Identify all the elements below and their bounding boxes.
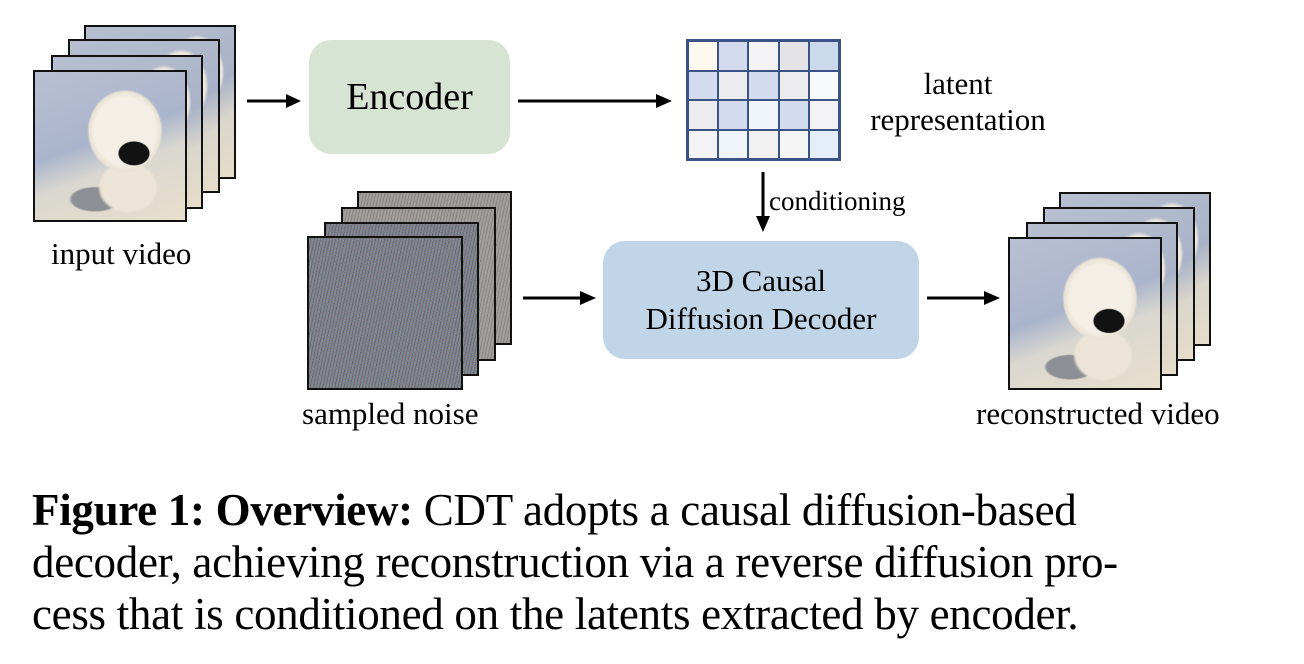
arrow-latent-to-decoder bbox=[756, 172, 770, 232]
caption-line-3: cess that is conditioned on the latents … bbox=[32, 589, 1079, 639]
latent-cell bbox=[748, 129, 779, 159]
arrow-input-to-encoder bbox=[247, 94, 301, 108]
latent-cell bbox=[688, 100, 719, 130]
latent-cell bbox=[718, 100, 749, 130]
latent-cell bbox=[688, 70, 719, 100]
latent-cell bbox=[718, 41, 749, 71]
sampled-noise-label: sampled noise bbox=[302, 396, 479, 431]
latent-cell bbox=[778, 70, 809, 100]
latent-representation-label: latent representation bbox=[858, 66, 1058, 138]
figure-caption: Figure 1: Overview: CDT adopts a causal … bbox=[32, 484, 1292, 640]
encoder-block: Encoder bbox=[309, 40, 510, 154]
latent-cell bbox=[808, 70, 839, 100]
conditioning-label: conditioning bbox=[769, 186, 906, 216]
input-video-label: input video bbox=[51, 236, 192, 271]
arrow-encoder-to-latent bbox=[518, 94, 672, 108]
encoder-label: Encoder bbox=[346, 76, 473, 118]
arrow-noise-to-decoder bbox=[523, 291, 596, 305]
latent-cell bbox=[748, 41, 779, 71]
decoder-block: 3D Causal Diffusion Decoder bbox=[603, 241, 919, 359]
latent-cell bbox=[748, 100, 779, 130]
decoder-label-line1: 3D Causal bbox=[695, 263, 826, 298]
caption-figure-label: Figure 1: Overview: bbox=[32, 485, 413, 535]
latent-cell bbox=[718, 70, 749, 100]
latent-cell bbox=[688, 129, 719, 159]
latent-cell bbox=[808, 41, 839, 71]
reconstructed-video-label: reconstructed video bbox=[976, 396, 1220, 431]
latent-cell bbox=[748, 70, 779, 100]
latent-label-line2: representation bbox=[870, 102, 1046, 137]
decoder-label-line2: Diffusion Decoder bbox=[645, 301, 877, 336]
arrow-decoder-to-output bbox=[927, 291, 1000, 305]
latent-cell bbox=[808, 129, 839, 159]
latent-cell bbox=[718, 129, 749, 159]
latent-cell bbox=[778, 41, 809, 71]
caption-line-2: decoder, achieving reconstruction via a … bbox=[32, 537, 1118, 587]
caption-line-1: Figure 1: Overview: CDT adopts a causal … bbox=[32, 484, 1292, 536]
latent-label-line1: latent bbox=[923, 66, 993, 101]
latent-cell bbox=[778, 129, 809, 159]
latent-cell bbox=[808, 100, 839, 130]
noise-frame-1 bbox=[307, 236, 463, 390]
caption-line1-text: CDT adopts a causal diffusion-based bbox=[412, 485, 1077, 535]
latent-cell bbox=[778, 100, 809, 130]
latent-cell bbox=[688, 41, 719, 71]
input-video-frame-1 bbox=[33, 70, 187, 222]
recon-frame-1 bbox=[1008, 237, 1162, 390]
latent-representation-grid bbox=[686, 39, 841, 161]
